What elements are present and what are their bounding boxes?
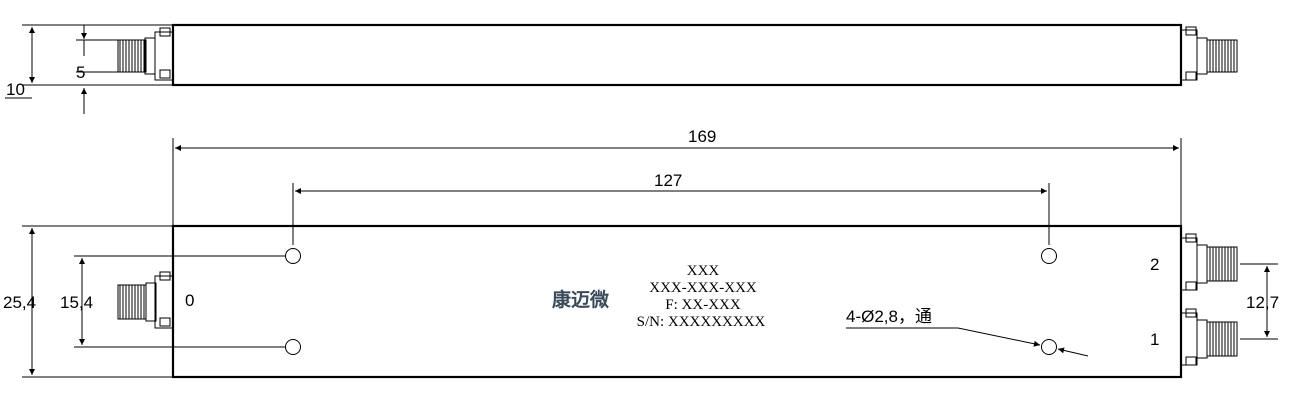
output-connector-bottom — [1180, 308, 1238, 366]
hole-spacing-dimension: 127 — [292, 171, 1050, 245]
label-line-2: XXX-XXX-XXX — [649, 280, 757, 296]
body-width-dimension: 25,4 — [3, 225, 173, 378]
port-offset-value: 15,4 — [60, 293, 93, 312]
port-label-input: 0 — [185, 291, 194, 310]
top-view: 10 5 — [5, 23, 1238, 114]
output-spacing-value: 12,7 — [1246, 293, 1279, 312]
mounting-hole-bottom-left — [285, 339, 301, 355]
top-connector-dimension: 5 — [76, 25, 118, 114]
top-height-value: 10 — [6, 80, 25, 99]
front-view: 0 2 1 康迈微 XXX XXX-XXX-XXX F: XX-XXX S/N:… — [3, 224, 1279, 379]
top-connector-value: 5 — [76, 63, 85, 82]
port-offset-dimension: 15,4 — [60, 255, 285, 348]
top-left-connector — [117, 27, 174, 81]
hole-note: 4-Ø2,8，通 — [846, 307, 1089, 357]
hole-spacing-value: 127 — [654, 171, 682, 190]
output-spacing-dimension: 12,7 — [1240, 263, 1279, 340]
label-line-1: XXX — [687, 263, 720, 279]
top-right-connector — [1180, 26, 1238, 81]
product-label: 康迈微 XXX XXX-XXX-XXX F: XX-XXX S/N: XXXXX… — [552, 263, 766, 330]
top-view-body — [171, 23, 1183, 87]
body-width-value: 25,4 — [3, 293, 36, 312]
brand-logo: 康迈微 — [552, 288, 610, 311]
label-line-4: S/N: XXXXXXXXX — [637, 314, 766, 330]
mounting-hole-top-right — [1041, 248, 1057, 264]
input-connector — [117, 271, 174, 329]
mounting-hole-top-left — [285, 248, 301, 264]
length-dimension: 169 — [172, 127, 1182, 225]
port-label-output-bottom: 1 — [1150, 330, 1159, 349]
hole-note-text: 4-Ø2,8，通 — [846, 307, 932, 326]
top-height-dimension: 10 — [5, 24, 173, 99]
output-connector-top — [1180, 233, 1238, 291]
port-label-output-top: 2 — [1150, 255, 1159, 274]
mounting-hole-bottom-right — [1041, 339, 1057, 355]
overall-length-value: 169 — [688, 127, 716, 146]
label-line-3: F: XX-XXX — [665, 297, 741, 313]
